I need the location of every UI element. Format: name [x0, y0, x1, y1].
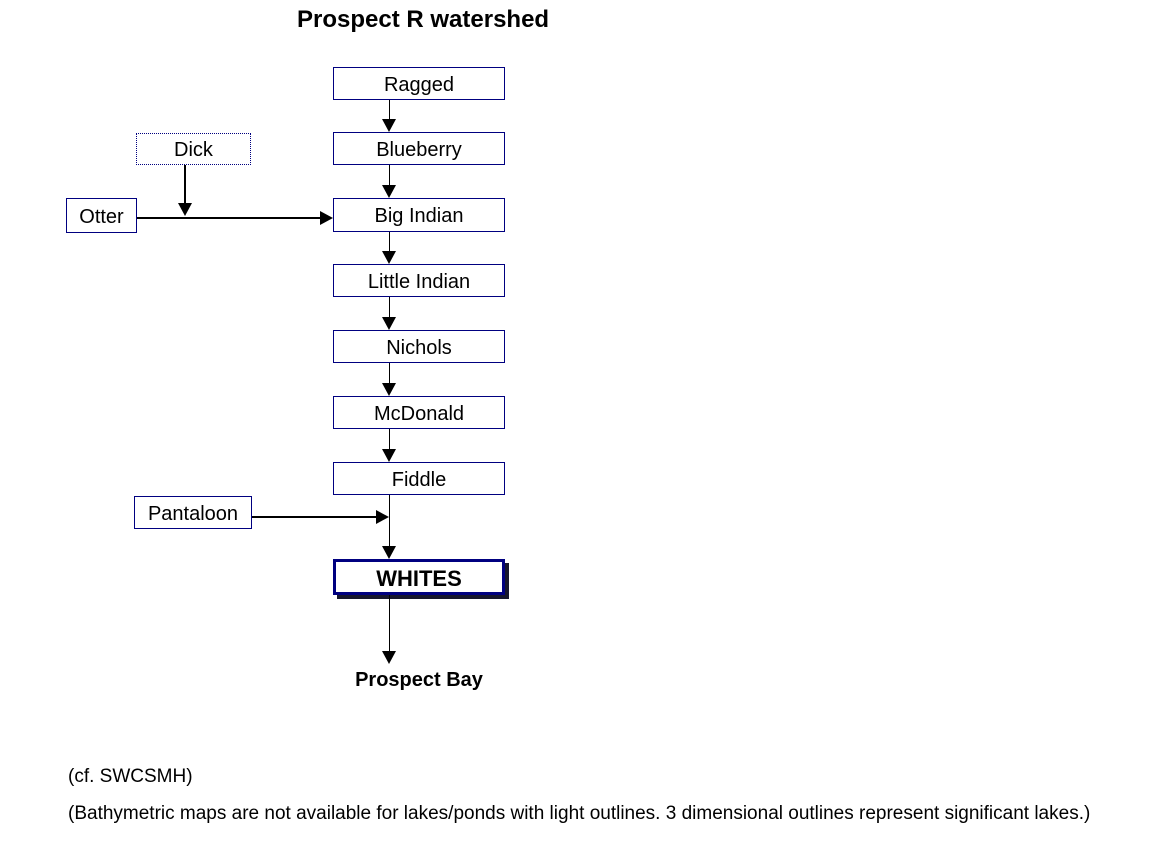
node-label: Fiddle [391, 468, 447, 491]
arrow-line [388, 495, 390, 546]
arrow-line [388, 595, 390, 651]
arrowhead-down-icon [382, 449, 396, 462]
arrow-line [388, 100, 390, 119]
arrowhead-down-icon [382, 251, 396, 264]
arrow-line [388, 165, 390, 185]
arrowhead-down-icon [382, 546, 396, 559]
arrowhead-down-icon [382, 651, 396, 664]
node-big-indian: Big Indian [333, 198, 505, 232]
diagram-title: Prospect R watershed [297, 6, 550, 33]
node-dick: Dick [136, 133, 251, 165]
arrow-line [252, 516, 376, 518]
node-label: WHITES [376, 565, 462, 591]
note-cf-swcsmh: (cf. SWCSMH) [68, 766, 193, 787]
arrowhead-down-icon [382, 119, 396, 132]
arrow-line [388, 429, 390, 449]
arrow-line [388, 232, 390, 251]
arrowhead-down-icon [382, 383, 396, 396]
node-label: Nichols [386, 336, 452, 359]
arrowhead-down-icon [382, 185, 396, 198]
node-blueberry: Blueberry [333, 132, 505, 165]
node-label: Ragged [383, 73, 455, 96]
node-label: Blueberry [376, 138, 462, 161]
outlet-label-prospect-bay: Prospect Bay [355, 669, 483, 691]
arrow-line [388, 363, 390, 383]
node-fiddle: Fiddle [333, 462, 505, 495]
node-mcdonald: McDonald [333, 396, 505, 429]
arrow-line [388, 297, 390, 317]
arrow-line [137, 217, 320, 219]
node-label: Little Indian [367, 270, 471, 293]
node-label: Big Indian [374, 205, 464, 227]
node-whites: WHITES [333, 559, 505, 595]
arrowhead-right-icon [320, 211, 333, 225]
note-bathymetric: (Bathymetric maps are not available for … [68, 803, 1091, 824]
arrowhead-right-icon [376, 510, 389, 524]
node-nichols: Nichols [333, 330, 505, 363]
node-label: McDonald [373, 402, 465, 425]
arrowhead-down-icon [178, 203, 192, 216]
node-label: Dick [174, 139, 213, 161]
node-ragged: Ragged [333, 67, 505, 100]
arrow-line [184, 165, 186, 203]
node-pantaloon: Pantaloon [134, 496, 252, 529]
node-label: Otter [79, 205, 124, 228]
node-otter: Otter [66, 198, 137, 233]
node-label: Pantaloon [147, 502, 239, 525]
node-little-indian: Little Indian [333, 264, 505, 297]
arrowhead-down-icon [382, 317, 396, 330]
